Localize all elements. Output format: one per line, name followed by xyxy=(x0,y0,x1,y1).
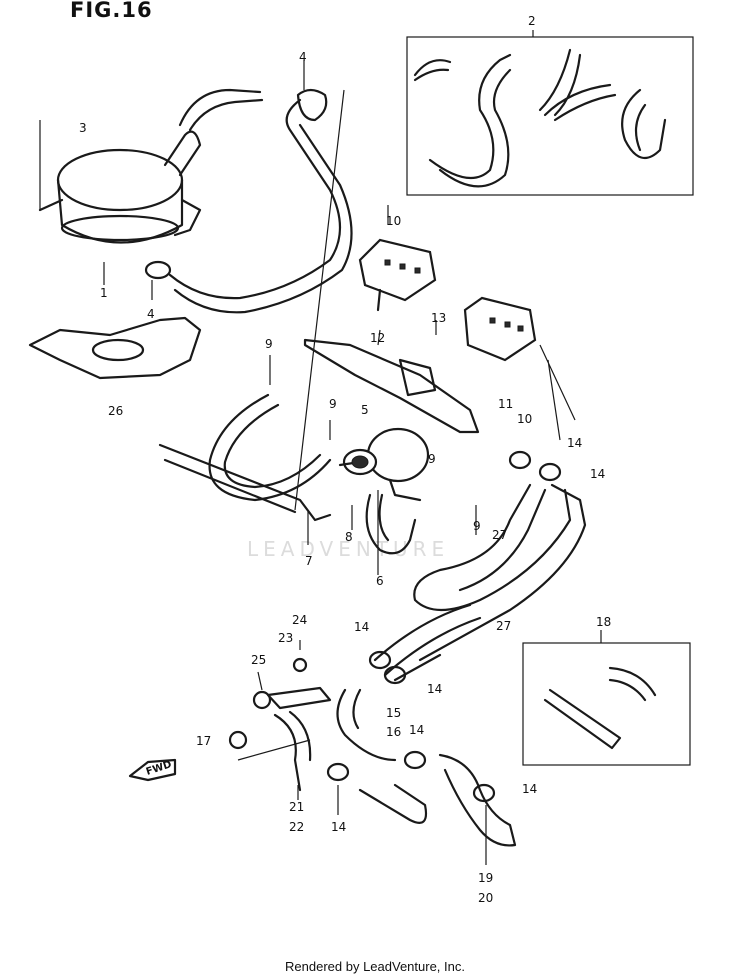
label-2: 2 xyxy=(528,14,536,28)
part-5-valve xyxy=(338,427,430,502)
watermark: LEADVENTURE xyxy=(247,537,450,561)
label-1: 1 xyxy=(100,286,108,300)
label-14-b: 14 xyxy=(590,467,606,481)
label-10-top: 10 xyxy=(386,214,402,228)
label-10-bottom: 10 xyxy=(517,412,533,426)
label-17: 17 xyxy=(196,734,212,748)
part-26-bracket xyxy=(28,316,202,380)
label-16: 16 xyxy=(386,725,402,739)
clamp-4-bottom xyxy=(144,260,172,280)
clamp-4-top xyxy=(296,88,328,122)
label-26: 26 xyxy=(108,404,124,418)
label-6: 6 xyxy=(376,574,384,588)
label-14-c: 14 xyxy=(354,620,370,634)
label-12: 12 xyxy=(370,331,386,345)
label-4-bottom: 4 xyxy=(147,307,155,321)
hose-27 xyxy=(373,483,587,682)
upper-hose xyxy=(168,88,353,314)
clamps-14 xyxy=(326,450,562,803)
label-27-b: 27 xyxy=(496,619,512,633)
label-22: 22 xyxy=(289,820,305,834)
label-27-a: 27 xyxy=(492,528,508,542)
part-10-valve-upper xyxy=(358,238,437,312)
label-7: 7 xyxy=(305,554,313,568)
part-2-group xyxy=(406,30,694,196)
label-21: 21 xyxy=(289,800,305,814)
lower-assembly xyxy=(228,657,517,847)
figure-title: FIG.16 xyxy=(70,0,153,22)
label-14-d: 14 xyxy=(427,682,443,696)
part-12-bracket xyxy=(303,338,480,434)
label-14-e: 14 xyxy=(409,723,425,737)
leader-lines xyxy=(39,60,576,865)
label-24: 24 xyxy=(292,613,308,627)
label-9-b: 9 xyxy=(329,397,337,411)
fwd-arrow xyxy=(128,758,177,782)
label-9-a: 9 xyxy=(265,337,273,351)
label-9-d: 9 xyxy=(473,519,481,533)
part-1-case xyxy=(38,130,202,244)
label-5: 5 xyxy=(361,403,369,417)
label-14-a: 14 xyxy=(567,436,583,450)
label-23: 23 xyxy=(278,631,294,645)
footer-credit: Rendered by LeadVenture, Inc. xyxy=(285,959,465,974)
label-18: 18 xyxy=(596,615,612,629)
label-3: 3 xyxy=(79,121,87,135)
label-14-g: 14 xyxy=(331,820,347,834)
part-10-valve-lower xyxy=(463,296,537,362)
label-8: 8 xyxy=(345,530,353,544)
hose-6 xyxy=(365,493,417,555)
label-13: 13 xyxy=(431,311,447,325)
label-19: 19 xyxy=(478,871,494,885)
label-9-c: 9 xyxy=(428,452,436,466)
label-20: 20 xyxy=(478,891,494,905)
label-11: 11 xyxy=(498,397,514,411)
part-18-group xyxy=(522,630,691,766)
label-15: 15 xyxy=(386,706,402,720)
label-4-top: 4 xyxy=(299,50,307,64)
label-25: 25 xyxy=(251,653,267,667)
label-14-f: 14 xyxy=(522,782,538,796)
hose-9-left xyxy=(158,393,332,522)
